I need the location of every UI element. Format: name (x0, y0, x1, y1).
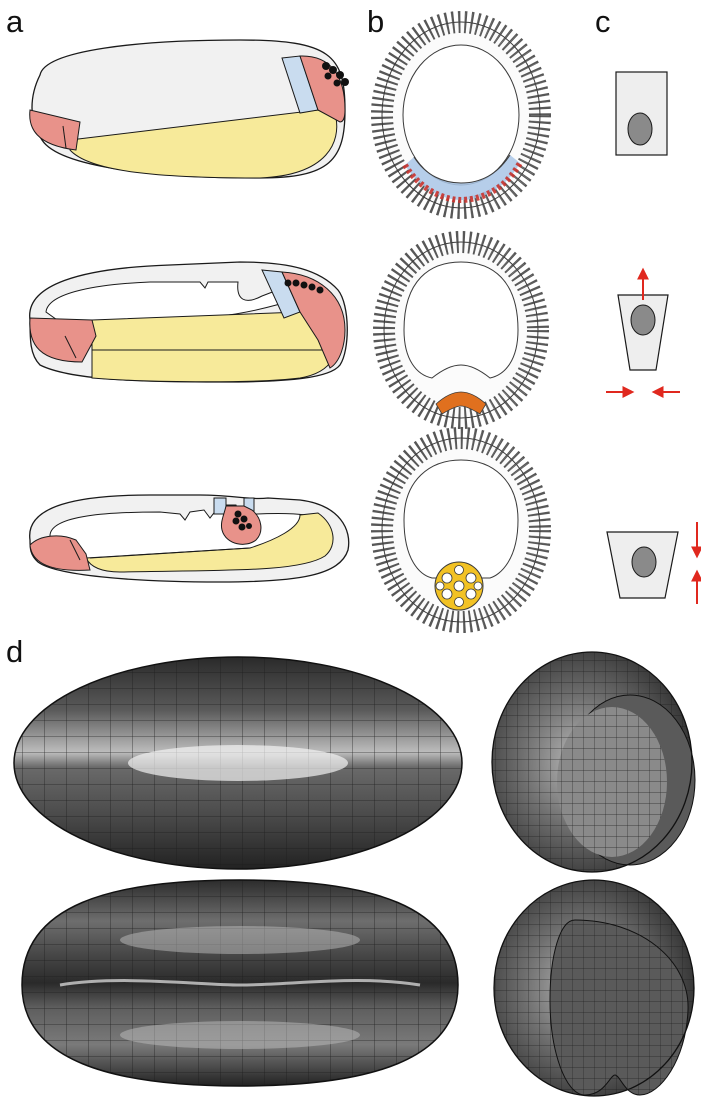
cell-shape-apical-constriction (606, 270, 680, 392)
embryo-stage-3 (30, 495, 349, 582)
panel-label-a: a (6, 4, 24, 39)
mesh-embryo-cutaway-round (494, 880, 694, 1096)
mesh-embryo-surface (10, 650, 470, 880)
mesh-embryo-cutaway (10, 870, 470, 1100)
panel-label-c: c (595, 4, 611, 39)
mesh-embryo-surface-round (492, 652, 695, 872)
cross-section-stage-3 (382, 438, 540, 622)
cross-section-stage-2 (384, 242, 538, 418)
embryo-stage-2 (30, 262, 348, 382)
panel-label-d: d (6, 634, 23, 669)
cell-shape-shortening (607, 522, 697, 604)
panel-label-b: b (367, 4, 384, 39)
cell-shape-columnar (616, 72, 667, 155)
cross-section-stage-1 (382, 22, 540, 208)
embryo-stage-1 (30, 40, 349, 178)
